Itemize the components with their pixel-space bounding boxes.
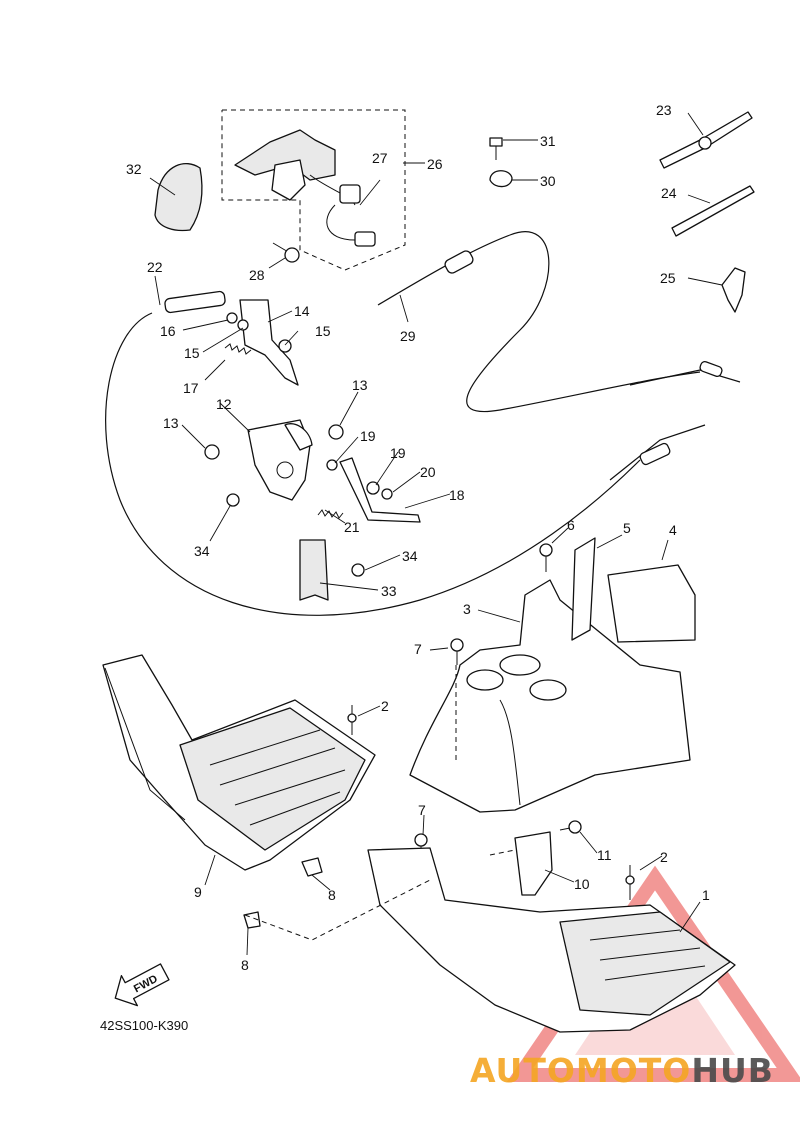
callout-9: 9 [194, 884, 202, 900]
bolt-31 [489, 137, 503, 160]
watermark-part1: AUTOMOTO [470, 1051, 691, 1090]
callout-17: 17 [183, 380, 199, 396]
callout-28: 28 [249, 267, 265, 283]
callout-5: 5 [623, 520, 631, 536]
footrest-1 [367, 847, 736, 1033]
bolt-13a [328, 424, 344, 440]
callout-7b: 7 [418, 802, 426, 818]
spring-17 [224, 343, 252, 355]
callout-32: 32 [126, 161, 142, 177]
bolt-28 [272, 242, 300, 263]
lever-14 [239, 299, 299, 386]
callout-8b: 8 [241, 957, 249, 973]
cable-adjuster [639, 442, 671, 466]
callout-22: 22 [147, 259, 163, 275]
callout-15b: 15 [184, 345, 200, 361]
callout-6: 6 [567, 517, 575, 533]
cable-adjuster-29 [444, 250, 474, 274]
callout-29: 29 [400, 328, 416, 344]
callout-12: 12 [216, 396, 232, 412]
callout-21: 21 [344, 519, 360, 535]
panel-4 [607, 564, 696, 643]
bolt-34a [226, 493, 240, 507]
svg-text:AUTOMOTOHUB: AUTOMOTOHUB [470, 1051, 774, 1090]
clip-8a [301, 857, 323, 877]
callout-3: 3 [463, 601, 471, 617]
watermark-logo: AUTOMOTOHUB [470, 1051, 774, 1090]
watermark-part2: HUB [691, 1051, 774, 1090]
leader-lines [149, 112, 723, 956]
screw-6 [539, 543, 553, 572]
callout-33: 33 [381, 583, 397, 599]
callout-2b: 2 [660, 849, 668, 865]
bracket-33 [299, 539, 329, 601]
callout-14: 14 [294, 303, 310, 319]
cable-end-right [629, 369, 741, 386]
callout-1: 1 [702, 887, 710, 903]
callout-18: 18 [449, 487, 465, 503]
callout-30: 30 [540, 173, 556, 189]
throttle-cable [105, 312, 641, 616]
callout-23: 23 [656, 102, 672, 118]
callout-25: 25 [660, 270, 676, 286]
clip-25 [721, 267, 746, 313]
callout-27: 27 [372, 150, 388, 166]
callout-34b: 34 [402, 548, 418, 564]
cable-29 [377, 231, 701, 412]
link-18 [339, 457, 421, 523]
callout-26: 26 [427, 156, 443, 172]
forward-arrow-icon: FWD [114, 963, 170, 1007]
callout-13b: 13 [163, 415, 179, 431]
cable-tie-24 [671, 185, 755, 237]
clip-20 [381, 488, 393, 500]
bolt-13b [204, 444, 220, 460]
callout-15a: 15 [315, 323, 331, 339]
washer-15a [237, 319, 249, 331]
center-cover-3 [409, 579, 691, 813]
lever-assembly-26 [221, 109, 406, 271]
cable-end-right-2 [609, 424, 706, 481]
callout-8a: 8 [328, 887, 336, 903]
bolt-34b [351, 563, 365, 577]
ref-line-c [489, 849, 516, 856]
grip-cover-32 [154, 163, 203, 232]
washer-19a [326, 459, 338, 471]
callout-10: 10 [574, 876, 590, 892]
callout-13a: 13 [352, 377, 368, 393]
callout-34a: 34 [194, 543, 210, 559]
callout-31: 31 [540, 133, 556, 149]
callout-16: 16 [160, 323, 176, 339]
bolt-7a [450, 638, 464, 665]
footrest-panel-9 [102, 654, 376, 871]
callout-4: 4 [669, 522, 677, 538]
bolt-11 [559, 820, 582, 834]
callout-2a: 2 [381, 698, 389, 714]
callout-11: 11 [597, 847, 612, 863]
washer-16 [226, 312, 238, 324]
rivet-2a [347, 705, 357, 735]
callout-19a: 19 [360, 428, 376, 444]
callout-numbers: 1 2 2 3 4 5 6 7 7 8 8 9 10 11 12 13 13 1… [126, 102, 710, 973]
rivet-2b [625, 865, 635, 900]
callout-20: 20 [420, 464, 436, 480]
cable-end-fitting [699, 361, 723, 377]
callout-7a: 7 [414, 641, 422, 657]
panel-5 [571, 537, 596, 641]
callout-24: 24 [661, 185, 677, 201]
callout-19b: 19 [390, 445, 406, 461]
washer-15b [278, 339, 292, 353]
diagram-code: 42SS100-K390 [100, 1018, 188, 1033]
clamp-30 [489, 170, 513, 188]
bracket-10 [514, 831, 553, 896]
lever-12 [247, 419, 313, 501]
cable-end-22 [164, 290, 226, 314]
